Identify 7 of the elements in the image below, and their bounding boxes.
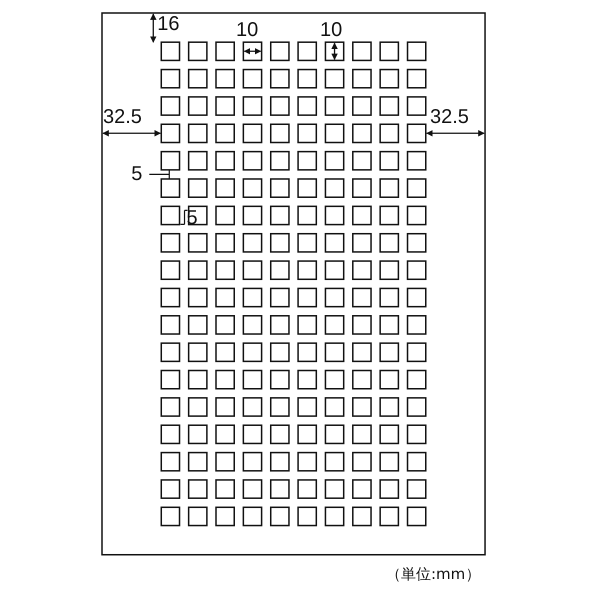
dimension-value: 32.5 xyxy=(430,107,469,128)
dimension-value: 5 xyxy=(131,164,142,184)
unit-note: （単位:mm） xyxy=(386,566,480,582)
dimension-value: 16 xyxy=(157,14,180,34)
dimension-value: 32.5 xyxy=(103,107,142,128)
dimension-value: 10 xyxy=(320,20,342,40)
dimension-value: 10 xyxy=(236,20,258,40)
